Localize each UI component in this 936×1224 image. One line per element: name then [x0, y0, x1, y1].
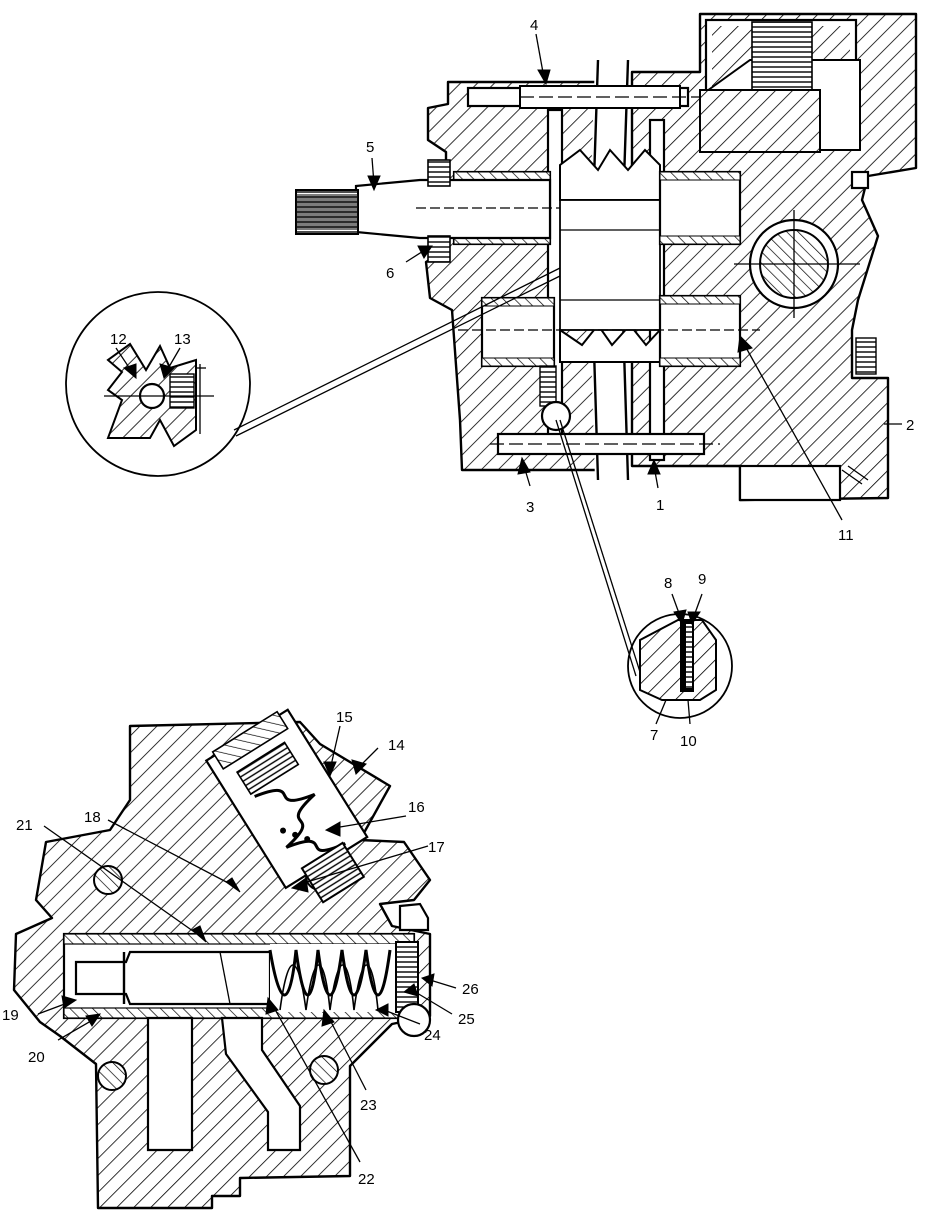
callout-21: 21	[16, 817, 33, 834]
relief-adjuster	[235, 741, 300, 796]
callout-26: 26	[462, 981, 479, 998]
flow-control-valve-assembly	[12, 708, 432, 1210]
callout-8: 8	[664, 575, 672, 592]
callout-13: 13	[174, 331, 191, 348]
callout-18: 18	[84, 809, 101, 826]
lower-rear-bearing	[658, 294, 742, 368]
callout-5: 5	[366, 139, 374, 156]
inlet-port	[146, 1016, 194, 1152]
callout-20: 20	[28, 1049, 45, 1066]
relief-spring	[254, 788, 346, 853]
callout-7: 7	[650, 727, 658, 744]
dowel-pin	[540, 400, 572, 432]
callout-16: 16	[408, 799, 425, 816]
relief-poppet	[300, 841, 366, 904]
callout-11: 11	[838, 527, 854, 544]
callout-labels: 1 2 3 4 5 6 7 8 9 10 11 12 13 14 15 16 1…	[2, 17, 914, 1188]
callout-10: 10	[680, 733, 697, 750]
callout-23: 23	[360, 1097, 377, 1114]
detail-seal-ring	[555, 419, 733, 719]
upper-rear-bearing	[658, 170, 742, 246]
callout-15: 15	[336, 709, 353, 726]
mount-bolt	[93, 865, 123, 895]
callout-14: 14	[388, 737, 405, 754]
relief-valve-cartridge	[204, 708, 369, 904]
callout-9: 9	[698, 571, 706, 588]
callout-22: 22	[358, 1171, 375, 1188]
callout-19: 19	[2, 1007, 19, 1024]
lower-front-bearing	[480, 296, 556, 368]
shaft-seal	[427, 159, 451, 187]
leader-lines	[37, 33, 902, 1163]
callout-1: 1	[656, 497, 664, 514]
end-plug	[395, 941, 419, 1013]
callout-3: 3	[526, 499, 534, 516]
drive-shaft	[354, 178, 552, 240]
callout-25: 25	[458, 1011, 475, 1028]
callout-12: 12	[110, 331, 127, 348]
callout-2: 2	[906, 417, 914, 434]
callout-4: 4	[530, 17, 538, 34]
outlet-port	[220, 1016, 302, 1152]
callout-17: 17	[428, 839, 445, 856]
spool-spring	[268, 944, 400, 1012]
callout-6: 6	[386, 265, 394, 282]
callout-24: 24	[424, 1027, 441, 1044]
pump-assembly	[295, 12, 918, 502]
port-thread	[751, 21, 813, 93]
